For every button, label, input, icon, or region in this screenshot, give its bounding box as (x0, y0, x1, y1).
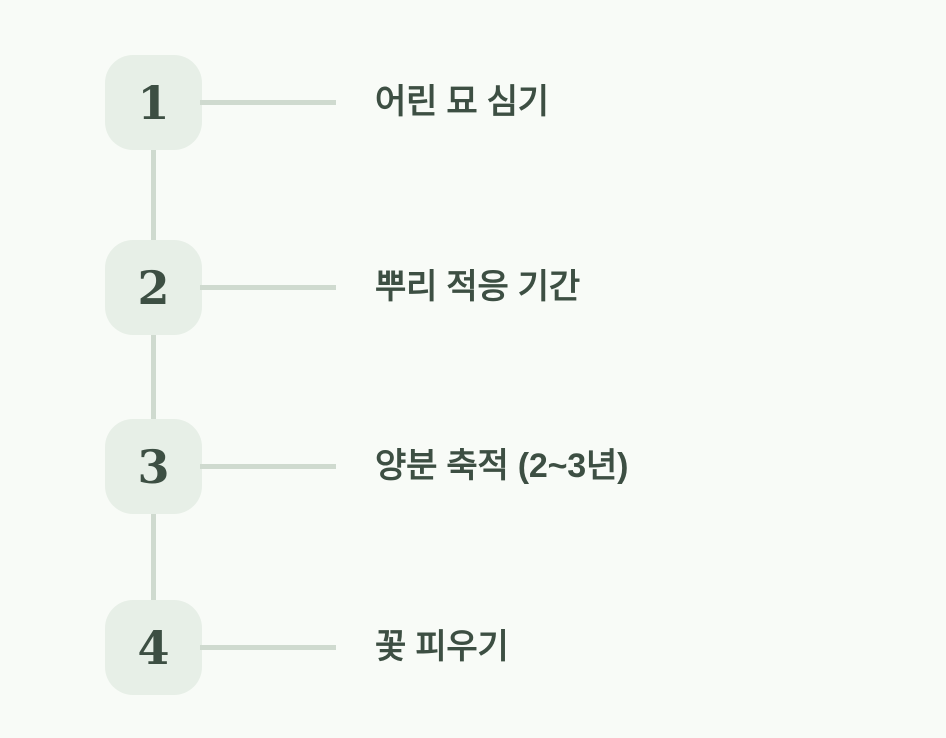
timeline-connector-horizontal-1 (200, 100, 336, 105)
timeline-step-1[interactable]: 1 어린 묘 심기 (0, 55, 946, 151)
timeline-connector-horizontal-4 (200, 645, 336, 650)
step-number-badge-2: 2 (105, 240, 202, 335)
timeline-step-3[interactable]: 3 양분 축적 (2~3년) (0, 419, 946, 515)
timeline-connector-horizontal-3 (200, 464, 336, 469)
timeline-step-2[interactable]: 2 뿌리 적응 기간 (0, 240, 946, 336)
step-label-3: 양분 축적 (2~3년) (375, 447, 629, 486)
step-number-1: 1 (137, 75, 170, 130)
timeline-connector-vertical-3 (151, 510, 156, 602)
step-number-4: 4 (137, 620, 170, 675)
step-number-badge-1: 1 (105, 55, 202, 150)
step-number-2: 2 (137, 260, 170, 315)
step-label-1: 어린 묘 심기 (375, 83, 549, 122)
step-number-badge-3: 3 (105, 419, 202, 514)
timeline-connector-horizontal-2 (200, 285, 336, 290)
step-label-2: 뿌리 적응 기간 (375, 268, 580, 307)
step-label-4: 꽃 피우기 (375, 628, 509, 667)
timeline-connector-vertical-1 (151, 148, 156, 240)
timeline-step-4[interactable]: 4 꽃 피우기 (0, 600, 946, 696)
step-number-3: 3 (137, 439, 170, 494)
timeline-connector-vertical-2 (151, 330, 156, 420)
step-number-badge-4: 4 (105, 600, 202, 695)
